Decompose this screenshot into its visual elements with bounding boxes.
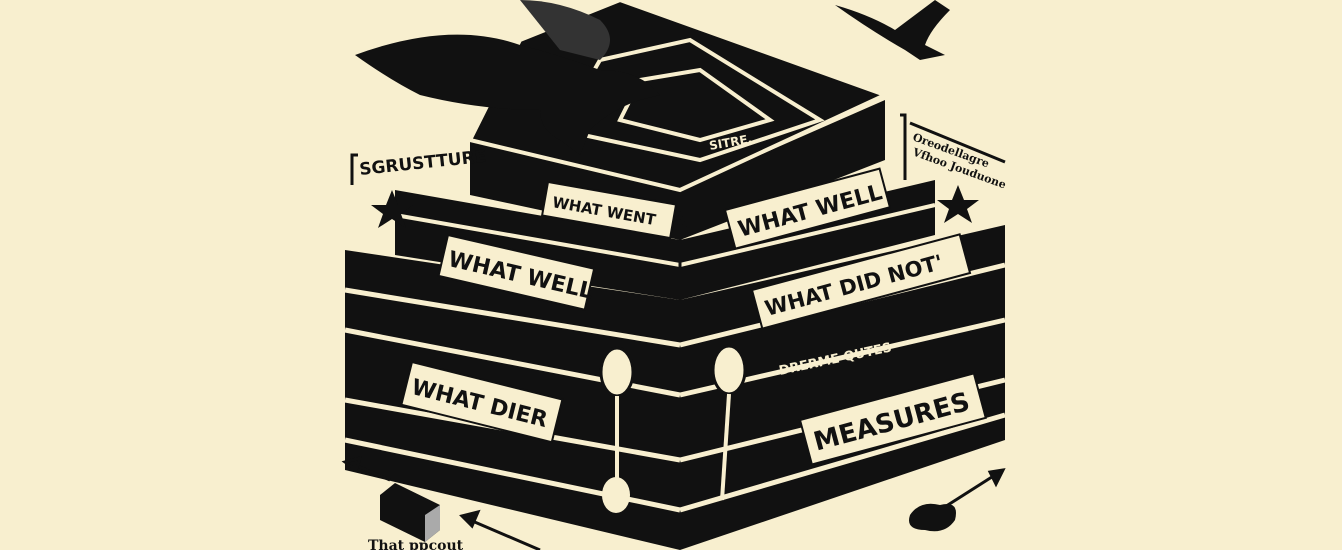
bottom-caption: That ppcout [368, 538, 464, 550]
block-icon [380, 483, 440, 542]
middle-tier-left [395, 190, 680, 300]
top-tier-right [680, 100, 885, 240]
blob-icon [909, 503, 956, 532]
eagle-icon [355, 0, 660, 155]
star-icon [937, 185, 979, 223]
star-icon [371, 190, 413, 228]
label-structure: SGRUSTTURE [358, 147, 487, 180]
eagle-icon [835, 0, 950, 60]
magnifier-icon [711, 344, 747, 501]
magnifier-icon [599, 346, 635, 513]
